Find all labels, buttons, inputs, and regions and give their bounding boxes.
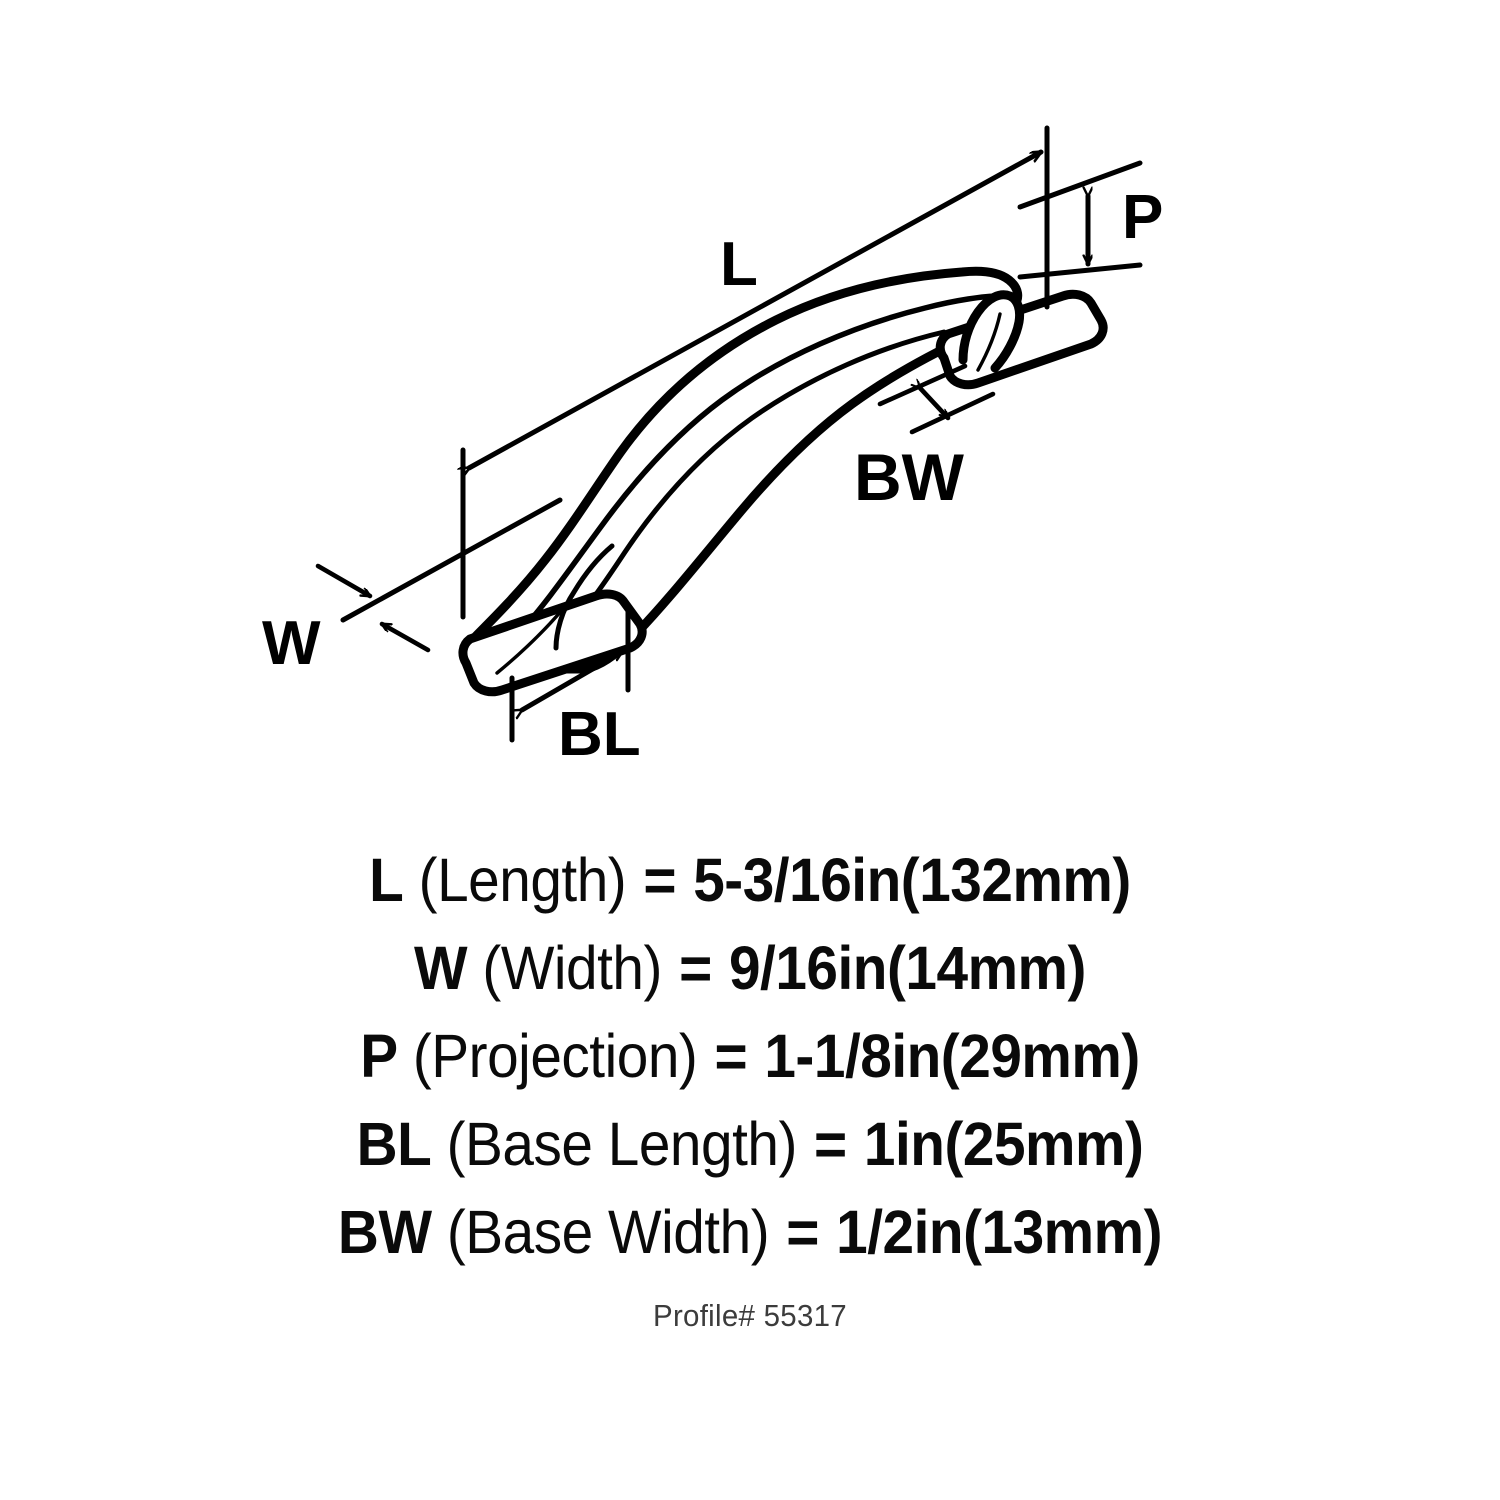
projection-extension-bottom (1017, 262, 1143, 280)
spec-name-projection: (Projection) (412, 1022, 698, 1090)
dimension-label-base-length: BL (558, 700, 641, 769)
dimension-base-length: BL (509, 609, 641, 769)
spec-value-base-length: 1in(25mm) (863, 1110, 1144, 1178)
dimension-label-width: W (262, 609, 321, 678)
handle-left-stem (553, 543, 615, 651)
width-arrow-upper (315, 563, 373, 599)
spec-line-width: W (Width) = 9/16in(14mm) (53, 924, 1448, 1012)
spec-name-base-length: (Base Length) (446, 1110, 798, 1178)
dimension-length: L (463, 125, 1050, 620)
handle-illustration (458, 266, 1108, 697)
dimension-label-length: L (720, 230, 758, 299)
dimension-projection: P (1017, 160, 1163, 280)
dimension-width: W (262, 497, 563, 678)
spec-line-base-width: BW (Base Width) = 1/2in(13mm) (53, 1188, 1448, 1276)
spec-name-base-width: (Base Width) (446, 1198, 770, 1266)
spec-name-length: (Length) (418, 846, 627, 914)
spec-line-projection: P (Projection) = 1-1/8in(29mm) (53, 1012, 1448, 1100)
handle-left-foot-crease (495, 608, 564, 675)
base-width-extension-lower (909, 391, 996, 435)
handle-left-foot (458, 589, 647, 697)
spec-value-length: 5-3/16in(132mm) (693, 846, 1131, 914)
dimension-label-projection: P (1122, 183, 1163, 252)
dimension-label-base-width: BW (854, 440, 965, 514)
spec-line-length: L (Length) = 5-3/16in(132mm) (53, 836, 1448, 924)
profile-number: Profile# 55317 (653, 1298, 847, 1333)
handle-dimension-drawing: L W P BW BL (262, 125, 1163, 769)
width-reference-line (340, 497, 563, 623)
spec-name-width: (Width) (482, 934, 662, 1002)
dimension-base-width: BW (854, 363, 996, 514)
spec-key-projection: P (360, 1022, 398, 1090)
spec-line-base-length: BL (Base Length) = 1in(25mm) (53, 1100, 1448, 1188)
spec-value-projection: 1-1/8in(29mm) (764, 1022, 1140, 1090)
spec-equals-base-width: = (786, 1198, 819, 1266)
spec-key-base-length: BL (356, 1110, 432, 1178)
spec-equals-base-length: = (814, 1110, 847, 1178)
spec-equals-width: = (679, 934, 712, 1002)
spec-value-width: 9/16in(14mm) (728, 934, 1086, 1002)
spec-value-base-width: 1/2in(13mm) (836, 1198, 1163, 1266)
spec-key-length: L (369, 846, 404, 914)
spec-key-width: W (414, 934, 468, 1002)
spec-key-base-width: BW (337, 1198, 432, 1266)
projection-extension-top (1017, 160, 1143, 210)
base-width-dimension-line (920, 388, 951, 421)
specification-list: L (Length) = 5-3/16in(132mm) W (Width) =… (0, 836, 1500, 1276)
base-length-dimension-line (522, 649, 625, 710)
length-dimension-line (469, 149, 1044, 468)
width-arrow-lower (379, 621, 431, 653)
spec-equals-length: = (643, 846, 677, 914)
spec-equals-projection: = (714, 1022, 748, 1090)
